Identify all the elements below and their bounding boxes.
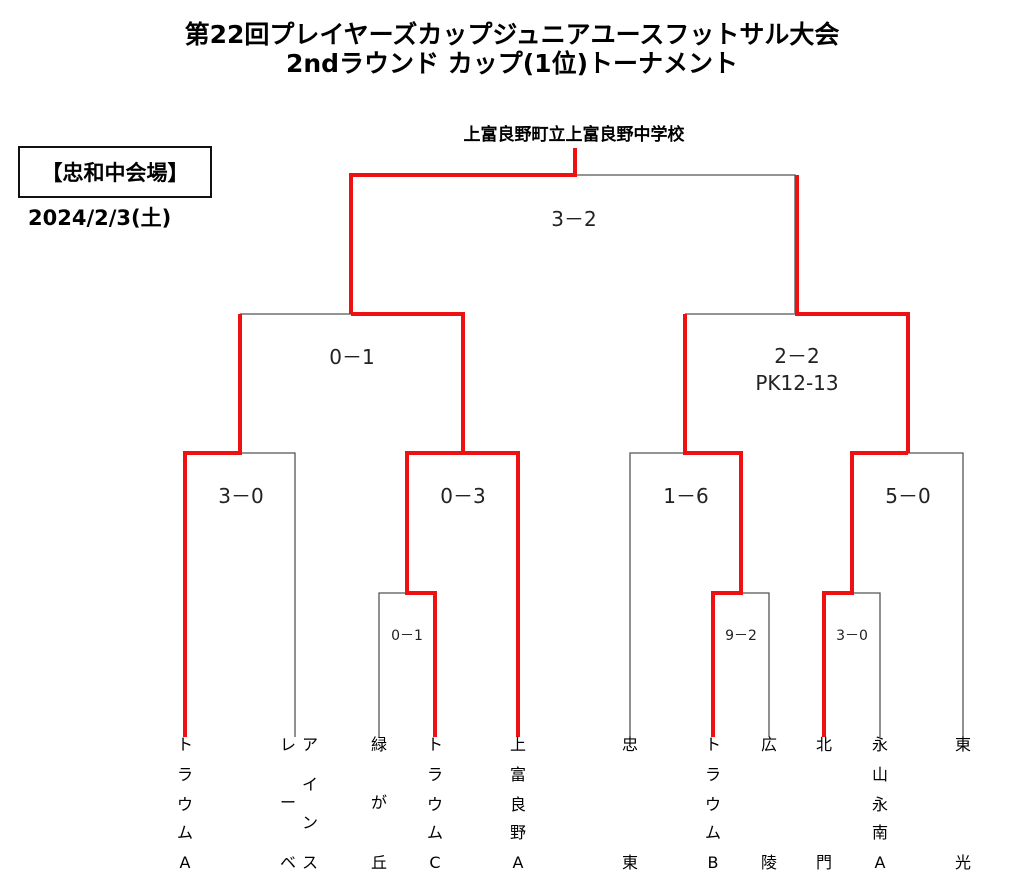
team-koryo: 広 陵 [761,735,777,872]
qf4-win-line [822,451,908,737]
score-qf4: 5－0 [885,484,930,508]
team-traum-c: ト ラ ウ ム C [427,735,443,872]
team-char: 永 [872,795,888,814]
qf3-win-line [683,314,743,737]
team-char: A [513,853,524,872]
team-char: 丘 [371,853,387,872]
team-char: 門 [816,853,832,872]
r1a-left-line [378,592,407,737]
title-line-1: 第22回プレイヤーズカップジュニアユースフットサル大会 [185,20,840,49]
team-char: B [708,853,719,872]
team-char: イ [302,775,318,794]
team-char: ン [302,813,318,832]
semi-left-win-line [351,312,465,453]
team-char: ア [302,735,318,754]
team-char: 南 [872,823,888,842]
team-midorigaoka: 緑 が 丘 [371,735,387,872]
score-semi-left: 0－1 [329,345,374,369]
team-char: ト [427,735,443,754]
qf1-win-line [183,314,242,737]
qf2-right-win-line [463,451,520,737]
team-chuwa-higashi: 忠 東 [622,735,638,872]
team-hokumon: 北 門 [816,735,832,872]
qf4-right-line [908,452,964,737]
team-char: ス [302,853,318,872]
venue-label: 【忠和中会場】 [42,161,189,185]
team-ains-leve: ア イ ン ス レ ー ベ [280,735,318,872]
team-char: ウ [427,795,443,814]
venue-box [18,146,212,198]
score-semi-right: 2－2 [774,344,819,368]
score-final: 3－2 [551,207,596,231]
team-char: ト [177,735,193,754]
team-char: ー [280,793,296,812]
team-char: 上 [510,735,526,754]
team-char: 永 [872,735,888,754]
r1c-right-line [852,592,881,737]
team-char: ウ [177,795,193,814]
team-traum-b: ト ラ ウ ム B [705,735,721,872]
semi-right-win-line [795,175,910,453]
team-kamifurano-a: 上 富 良 野 A [510,735,526,872]
qf3-left-line [629,452,685,737]
team-char: A [180,853,191,872]
team-char: 緑 [371,735,387,754]
team-char: 東 [955,735,971,754]
venue-date: 2024/2/3(土) [28,206,171,230]
score-semi-right-pk: PK12-13 [755,371,838,395]
team-char: ム [705,823,721,842]
winner-stem [349,148,577,314]
team-char: 山 [872,765,888,784]
team-char: 良 [510,795,526,814]
team-char: ウ [705,795,721,814]
score-qf3: 1－6 [663,484,708,508]
score-qf2: 0－3 [440,484,485,508]
team-char: 野 [510,823,526,842]
title-line-2: 2ndラウンド カップ(1位)トーナメント [286,49,738,78]
team-char: ム [427,823,443,842]
team-nagayama-einan-a: 永 山 永 南 A [872,735,888,872]
team-char: 東 [622,853,638,872]
team-char: ト [705,735,721,754]
team-char: 光 [955,853,971,872]
team-char: ラ [177,765,193,784]
team-char: 北 [816,735,832,754]
team-char: ラ [427,765,443,784]
winner-label: 上富良野町立上富良野中学校 [464,124,686,145]
score-r1-b: 9－2 [725,628,757,644]
team-char: ム [177,823,193,842]
scores: 3－2 0－1 2－2 PK12-13 3－0 0－3 1－6 5－0 0－1 … [218,207,930,644]
bracket-lines-red [183,148,910,737]
score-r1-a: 0－1 [391,628,423,644]
qf2-win-line [405,451,463,737]
bracket-lines-black [240,174,964,737]
score-qf1: 3－0 [218,484,263,508]
qf1-right-line [240,452,296,737]
r1b-right-line [741,592,770,737]
team-char: 富 [510,765,526,784]
team-char: A [875,853,886,872]
team-char: ベ [280,853,296,872]
final-right-line [575,174,796,313]
team-char: C [429,853,440,872]
team-traum-a: ト ラ ウ ム A [177,735,193,872]
score-r1-c: 3－0 [836,628,868,644]
team-char: レ [280,735,296,754]
team-char: 広 [761,735,777,754]
team-toko: 東 光 [955,735,971,872]
team-char: 陵 [761,853,777,872]
team-char: が [371,793,387,812]
team-char: 忠 [622,735,638,754]
team-char: ラ [705,765,721,784]
